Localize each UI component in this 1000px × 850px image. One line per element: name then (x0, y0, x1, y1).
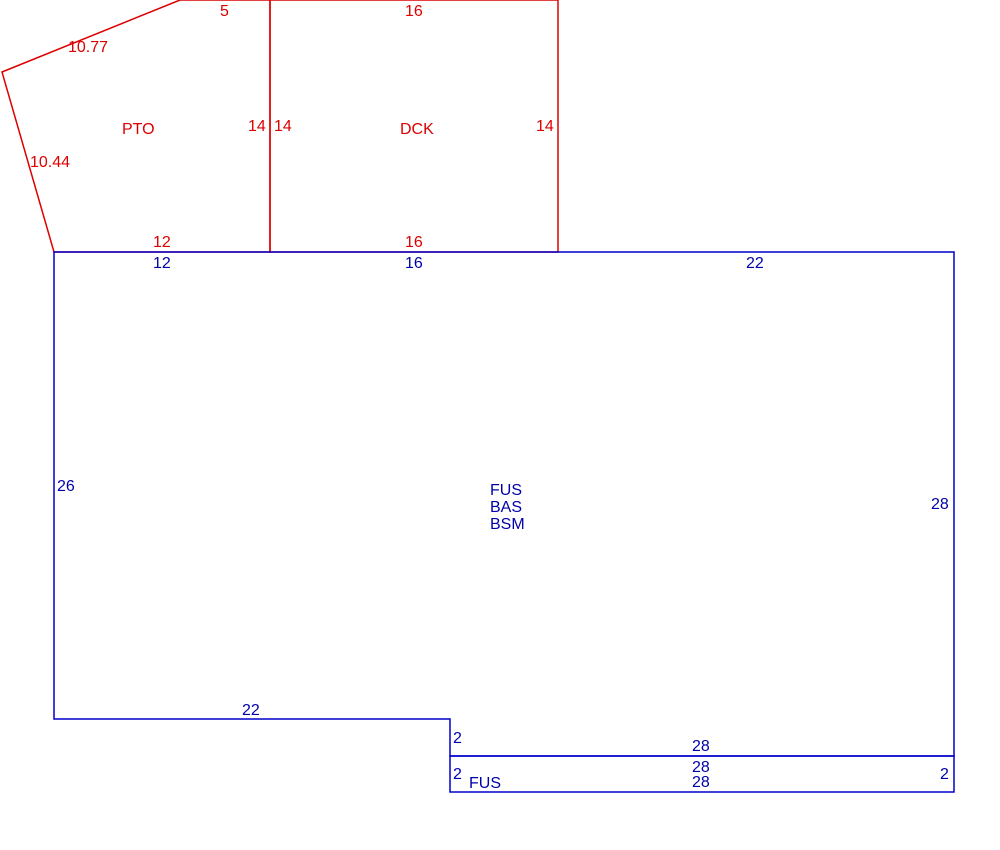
main-right-dimension: 28 (931, 496, 949, 513)
strip-bottom-dimension: 28 (692, 774, 710, 791)
deck-right-dimension: 14 (536, 118, 554, 135)
main-step-dimension: 2 (453, 730, 462, 747)
fus-strip-outline (449, 755, 955, 793)
main-code-bas: BAS (490, 499, 522, 516)
strip-code-label: FUS (469, 775, 501, 792)
deck-code-label: DCK (400, 121, 434, 138)
strip-right-dimension: 2 (940, 766, 949, 783)
patio-upper-left-dimension: 10.77 (68, 39, 108, 56)
main-top-right-dimension: 22 (746, 255, 764, 272)
main-bottom-right-dimension: 28 (692, 738, 710, 755)
deck-left-dimension: 14 (274, 118, 292, 135)
patio-right-dimension: 14 (248, 118, 266, 135)
patio-bottom-dimension: 12 (153, 234, 171, 251)
deck-bottom-dimension: 16 (405, 234, 423, 251)
deck-top-dimension: 16 (405, 3, 423, 20)
patio-top-dimension: 5 (220, 3, 229, 20)
patio-lower-left-dimension: 10.44 (30, 154, 70, 171)
main-top-left-dimension: 12 (153, 255, 171, 272)
strip-left-dimension: 2 (453, 766, 462, 783)
main-code-fus: FUS (490, 482, 522, 499)
main-left-dimension: 26 (57, 478, 75, 495)
main-top-middle-dimension: 16 (405, 255, 423, 272)
patio-code-label: PTO (122, 121, 155, 138)
strip-top-dimension: 28 (692, 759, 710, 776)
main-bottom-left-dimension: 22 (242, 702, 260, 719)
main-code-bsm: BSM (490, 516, 525, 533)
